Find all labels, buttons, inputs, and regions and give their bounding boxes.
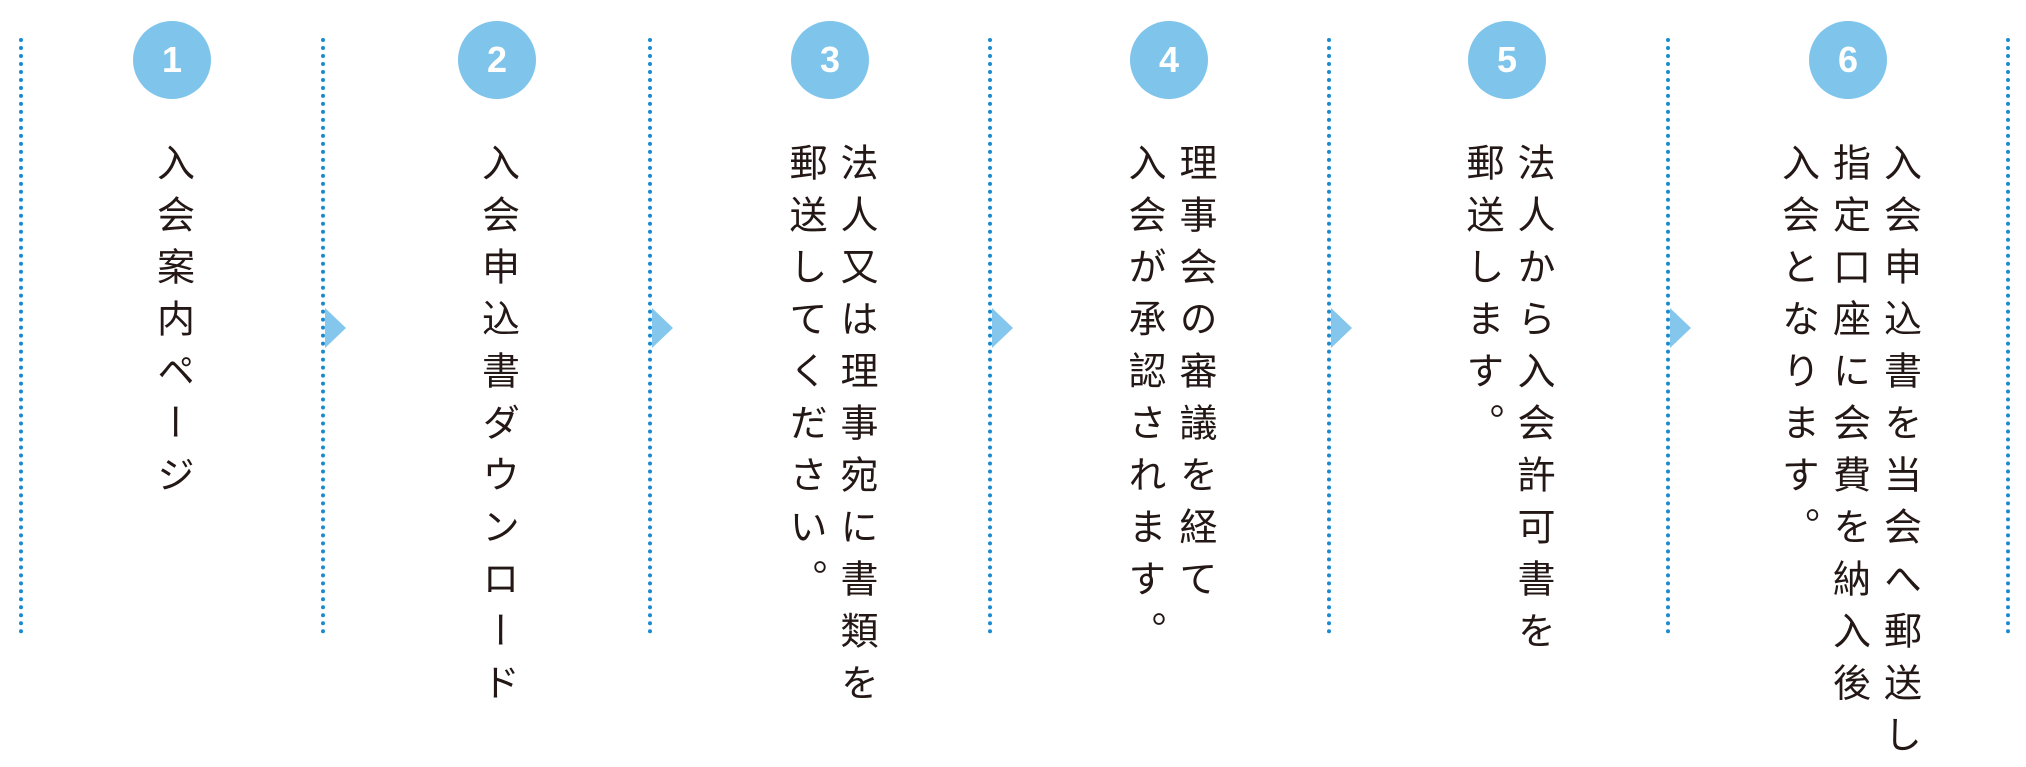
step-5: 5 法人から入会許可書を 郵送します。 bbox=[1357, 21, 1657, 663]
step-number-badge: 1 bbox=[133, 21, 211, 99]
step-number-badge: 4 bbox=[1130, 21, 1208, 99]
step-text: 入会申込書ダウンロード bbox=[475, 143, 520, 715]
divider bbox=[988, 38, 992, 634]
step-2: 2 入会申込書ダウンロード bbox=[347, 21, 647, 715]
divider bbox=[648, 38, 652, 634]
step-1: 1 入会案内ページ bbox=[22, 21, 322, 641]
step-6: 6 入会申込書を当会へ郵送し 指定口座に会費を納入後 入会となります。 bbox=[1698, 21, 1998, 767]
divider bbox=[321, 38, 325, 634]
step-text: 法人又は理事宛に書類を 郵送してください。 bbox=[783, 143, 878, 715]
divider bbox=[19, 38, 23, 634]
step-number-badge: 5 bbox=[1468, 21, 1546, 99]
step-text: 入会申込書を当会へ郵送し 指定口座に会費を納入後 入会となります。 bbox=[1775, 143, 1922, 767]
step-number-badge: 6 bbox=[1809, 21, 1887, 99]
arrow-right-icon bbox=[325, 308, 346, 348]
divider bbox=[2006, 38, 2010, 634]
step-text: 理事会の審議を経て 入会が承認されます。 bbox=[1122, 143, 1217, 663]
arrow-right-icon bbox=[992, 308, 1013, 348]
arrow-right-icon bbox=[1670, 308, 1691, 348]
arrow-right-icon bbox=[1331, 308, 1352, 348]
step-4: 4 理事会の審議を経て 入会が承認されます。 bbox=[1019, 21, 1319, 663]
divider bbox=[1327, 38, 1331, 634]
step-text: 入会案内ページ bbox=[150, 143, 195, 507]
divider bbox=[1666, 38, 1670, 634]
step-number-badge: 2 bbox=[458, 21, 536, 99]
arrow-right-icon bbox=[652, 308, 673, 348]
step-text: 法人から入会許可書を 郵送します。 bbox=[1460, 143, 1555, 663]
step-number-badge: 3 bbox=[791, 21, 869, 99]
step-3: 3 法人又は理事宛に書類を 郵送してください。 bbox=[680, 21, 980, 715]
